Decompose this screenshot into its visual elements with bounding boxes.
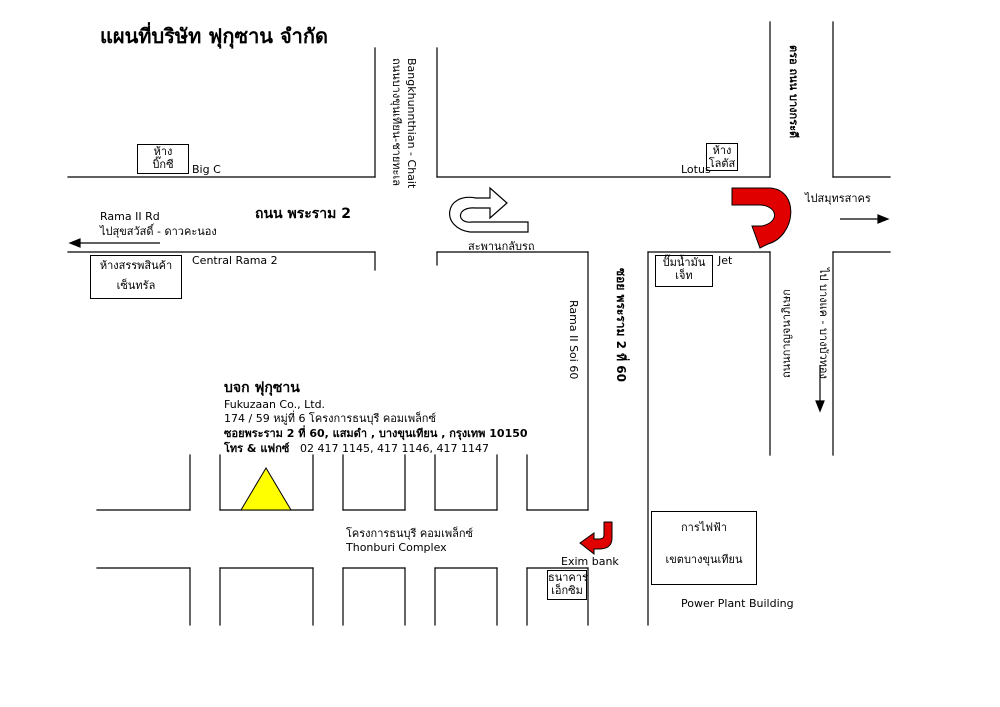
to-south-east-label: ไป บางแค - บางบัวทอง bbox=[817, 268, 830, 379]
company-address-line1: 174 / 59 หมู่ที่ 6 โครงการธนบุรี คอมเพล็… bbox=[224, 412, 436, 425]
bigc-box-line2: บิ๊กซี bbox=[152, 158, 174, 171]
uturn-red-icon-soi bbox=[579, 521, 613, 556]
soi60-en-label: Rama II Soi 60 bbox=[567, 300, 580, 380]
bigc-label: Big C bbox=[192, 163, 221, 176]
uturn-bridge-icon bbox=[449, 186, 529, 233]
jet-box-line1: ปั๊มน้ำมัน bbox=[662, 256, 706, 269]
east-road-bottom-label: ถนนกาญจนาภิเษก bbox=[780, 289, 793, 378]
soi60-th-label: ซอย พระราม 2 ที่ 60 bbox=[614, 268, 628, 382]
to-west-label: ไปสุขสวัสดิ์ - ดาวคะนอง bbox=[100, 225, 217, 238]
central-box-line2: เซ็นทรัล bbox=[116, 279, 156, 292]
power-box-line1: การไฟฟ้า bbox=[680, 521, 728, 534]
east-road-top-label: ตรอ ถนน บางกระดี bbox=[787, 45, 800, 139]
jet-box: ปั๊มน้ำมัน เจ็ท bbox=[655, 255, 713, 287]
bangkhunthian-en-label: Bangkhunnthian - Chait bbox=[405, 58, 418, 189]
company-name-en: Fukuzaan Co., Ltd. bbox=[224, 398, 326, 411]
bigc-box-line1: ห้าง bbox=[153, 145, 173, 158]
main-road-label: ถนน พระราม 2 bbox=[255, 206, 351, 222]
exim-box-line2: เอ็กซิม bbox=[551, 584, 583, 597]
main-road-en-label: Rama II Rd bbox=[100, 210, 160, 223]
power-plant-box: การไฟฟ้า เขตบางขุนเทียน bbox=[651, 511, 757, 585]
exim-box-line1: ธนาคาร bbox=[548, 571, 588, 584]
direction-arrows bbox=[68, 214, 890, 413]
jet-box-line2: เจ็ท bbox=[675, 269, 693, 282]
jet-label: Jet bbox=[718, 254, 733, 267]
power-box-line2: เขตบางขุนเทียน bbox=[665, 553, 743, 566]
central-box-line1: ห้างสรรพสินค้า bbox=[99, 259, 173, 272]
lotus-label: Lotus bbox=[681, 163, 711, 176]
thonburi-complex-en: Thonburi Complex bbox=[346, 541, 447, 554]
thonburi-complex-th: โครงการธนบุรี คอมเพล็กซ์ bbox=[346, 527, 474, 540]
power-plant-label: Power Plant Building bbox=[681, 597, 794, 610]
uturn-bridge-label: สะพานกลับรถ bbox=[468, 240, 535, 253]
company-phone: 02 417 1145, 417 1146, 417 1147 bbox=[300, 442, 489, 455]
arrow-down-icon bbox=[815, 400, 825, 413]
bigc-box: ห้าง บิ๊กซี bbox=[137, 144, 189, 174]
central-label: Central Rama 2 bbox=[192, 254, 278, 267]
lotus-box-line2: โลตัส bbox=[708, 157, 736, 170]
uturn-red-icon-east bbox=[731, 187, 792, 249]
arrow-left-icon bbox=[68, 238, 81, 248]
central-box: ห้างสรรพสินค้า เซ็นทรัล bbox=[90, 255, 182, 299]
lotus-box-line1: ห้าง bbox=[712, 144, 732, 157]
company-phone-label: โทร & แฟกซ์ bbox=[224, 442, 290, 455]
company-name-th: บจก ฟุกุซาน bbox=[224, 380, 300, 396]
map-title: แผนที่บริษัท ฟุกุซาน จำกัด bbox=[100, 24, 328, 48]
exim-box: ธนาคาร เอ็กซิม bbox=[547, 570, 588, 600]
arrow-right-icon bbox=[877, 214, 890, 224]
lotus-box: ห้าง โลตัส bbox=[706, 143, 738, 171]
company-address-line2: ซอยพระราม 2 ที่ 60, แสมดำ , บางขุนเทียน … bbox=[224, 427, 528, 440]
company-location-marker bbox=[240, 467, 292, 511]
exim-label: Exim bank bbox=[561, 555, 619, 568]
bangkhunthian-th-label: ถนนบางขุนเทียน-ชายทะเล bbox=[390, 58, 403, 186]
to-east-label: ไปสมุทรสาคร bbox=[805, 192, 871, 205]
